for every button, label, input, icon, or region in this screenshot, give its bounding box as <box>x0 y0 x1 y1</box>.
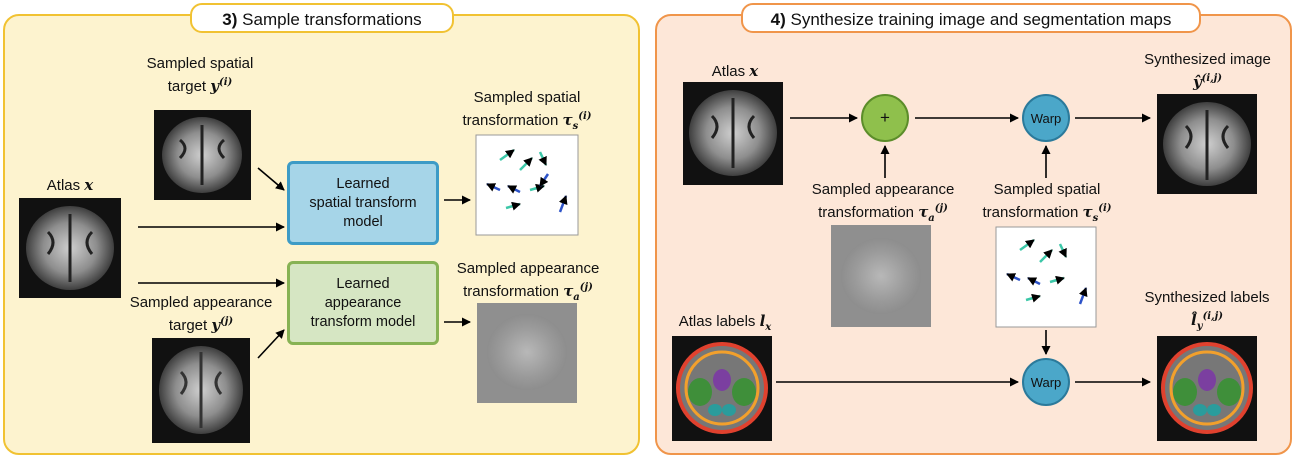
spatial-transformation-label-right: Sampled spatial transformation τs(i) <box>982 181 1112 224</box>
brain-synthesized-image <box>1157 94 1257 194</box>
spatial-target-label: Sampled spatial target y(i) <box>146 55 254 95</box>
atlas-label: Atlas x <box>46 176 94 194</box>
warp-image-node: Warp <box>1022 94 1070 142</box>
appearance-transformation-label: Sampled appearance transformation τa(j) <box>456 260 600 303</box>
spatial-flow-field <box>475 134 579 236</box>
warp-labels-node: Warp <box>1022 358 1070 406</box>
appearance-transformation-label-right: Sampled appearance transformation τa(j) <box>811 181 955 224</box>
appearance-field-image <box>477 303 577 403</box>
spatial-flow-field-right <box>995 226 1097 328</box>
brain-synthesized-labels <box>1157 336 1257 441</box>
atlas-label-right: Atlas x <box>711 62 759 80</box>
brain-appearance-target <box>152 338 250 443</box>
add-operation: + <box>861 94 909 142</box>
appearance-field-image-right <box>831 225 931 327</box>
brain-atlas <box>19 198 121 298</box>
panel4-arrows <box>776 113 1151 387</box>
panel3-arrows <box>138 167 471 359</box>
brain-spatial-target <box>154 110 251 200</box>
synthesized-labels-label: Synthesized labels l̂y(i,j) <box>1144 289 1270 332</box>
brain-atlas-labels <box>672 336 772 441</box>
appearance-target-label: Sampled appearance target y(j) <box>129 294 273 334</box>
panel3-title: 3) Sample transformations <box>190 3 454 33</box>
panel4-title: 4) Synthesize training image and segment… <box>741 3 1201 33</box>
synthesized-image-label: Synthesized image ŷ(i,j) <box>1144 51 1271 91</box>
brain-atlas-right <box>683 82 783 185</box>
atlas-labels-label: Atlas labels lx <box>678 312 772 333</box>
spatial-transformation-label: Sampled spatial transformation τs(i) <box>462 89 592 132</box>
